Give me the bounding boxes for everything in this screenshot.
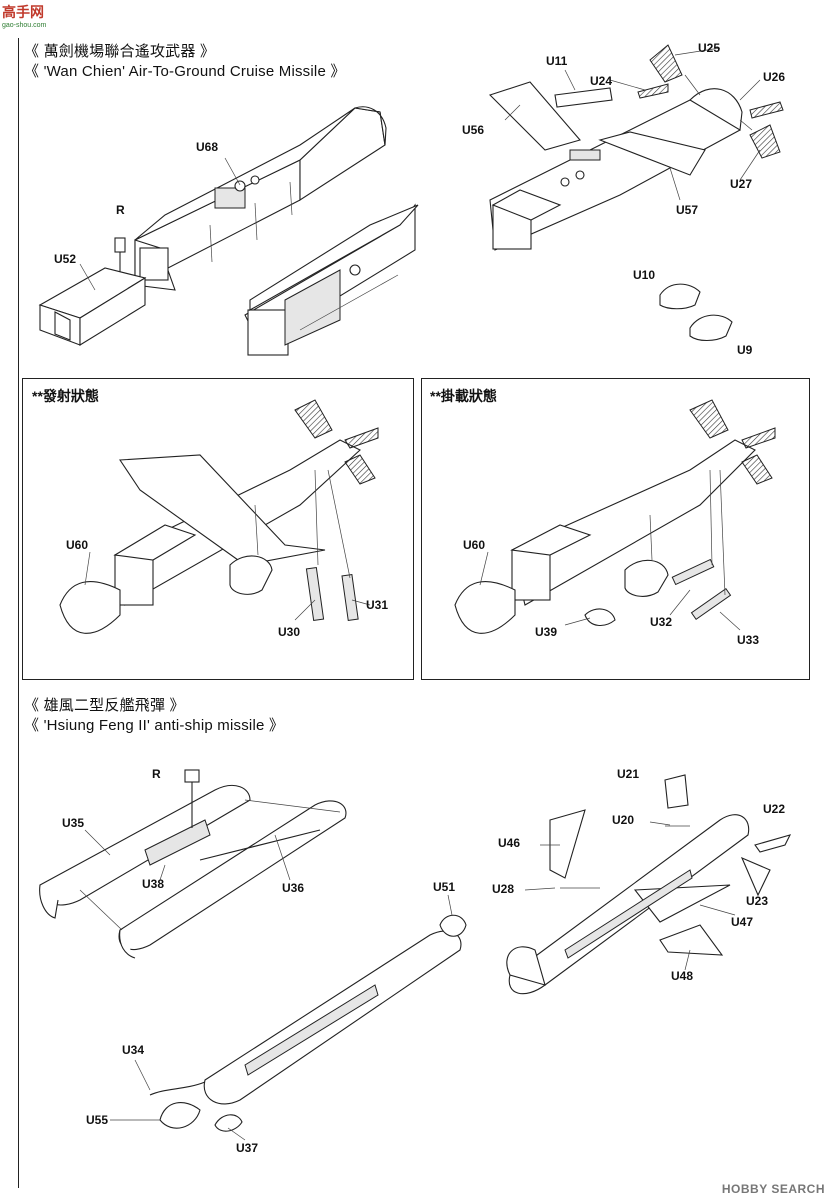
part-label-u37: U37: [236, 1141, 259, 1155]
carry-state-drawing: [454, 399, 776, 634]
part-label-u32: U32: [650, 615, 673, 629]
part-label-u11: U11: [546, 54, 568, 68]
section2-title-en: 《 'Hsiung Feng II' anti-ship missile 》: [24, 717, 285, 734]
part-label-u52: U52: [54, 252, 77, 266]
wan-chien-body-step2: [488, 44, 784, 251]
carry-state-panel: [421, 378, 810, 680]
section1-title-cn: 《 萬劍機場聯合遙攻武器 》: [24, 43, 216, 60]
part-label-u57: U57: [676, 203, 699, 217]
part-label-u21: U21: [617, 767, 640, 781]
watermark: HOBBY SEARCH: [721, 1182, 825, 1196]
part-label-u34: U34: [122, 1043, 145, 1057]
part-label-u56: U56: [462, 123, 485, 137]
part-label-u9: U9: [737, 343, 753, 357]
leader-lines: [79, 47, 761, 1141]
part-label-u35: U35: [62, 816, 85, 830]
part-label-u31: U31: [366, 598, 389, 612]
part-label-u60-launch: U60: [66, 538, 89, 552]
part-label-u55: U55: [86, 1113, 109, 1127]
part-label-u27: U27: [730, 177, 753, 191]
section1-title-en: 《 'Wan Chien' Air-To-Ground Cruise Missi…: [24, 63, 346, 80]
carry-state-title: **掛載狀態: [430, 388, 497, 404]
part-label-u25: U25: [698, 41, 721, 55]
wan-chien-body-step1: [38, 106, 387, 346]
hf2-body-halves: [39, 769, 347, 959]
section2-title-cn: 《 雄風二型反艦飛彈 》: [24, 697, 185, 714]
wan-chien-body-step1-result: [244, 203, 419, 356]
site-logo: 高手网 gao-shou.com: [2, 4, 47, 29]
part-label-u24: U24: [590, 74, 613, 88]
part-label-r-section2: R: [152, 767, 161, 781]
page-frame: [18, 38, 827, 1188]
part-label-u20: U20: [612, 813, 635, 827]
part-label-u36: U36: [282, 881, 305, 895]
part-label-u10: U10: [633, 268, 656, 282]
part-label-u38: U38: [142, 877, 165, 891]
part-label-u68: U68: [196, 140, 219, 154]
hf2-assembled-body: [149, 914, 467, 1132]
part-label-u28: U28: [492, 882, 515, 896]
clamps-u9-u10: [659, 283, 733, 342]
hf2-completed-missile: [506, 774, 792, 995]
launch-state-panel: [22, 378, 414, 680]
part-label-u30: U30: [278, 625, 301, 639]
part-label-u22: U22: [763, 802, 786, 816]
launch-state-title: **發射狀態: [32, 388, 99, 404]
part-label-u26: U26: [763, 70, 786, 84]
part-label-u46: U46: [498, 836, 521, 850]
part-label-u51: U51: [433, 880, 456, 894]
part-label-r-section1: R: [116, 203, 125, 217]
part-label-u23: U23: [746, 894, 769, 908]
part-label-u60-carry: U60: [463, 538, 486, 552]
launch-state-drawing: [59, 399, 379, 634]
part-label-u33: U33: [737, 633, 760, 647]
part-label-u39: U39: [535, 625, 558, 639]
part-label-u48: U48: [671, 969, 694, 983]
part-label-u47: U47: [731, 915, 754, 929]
